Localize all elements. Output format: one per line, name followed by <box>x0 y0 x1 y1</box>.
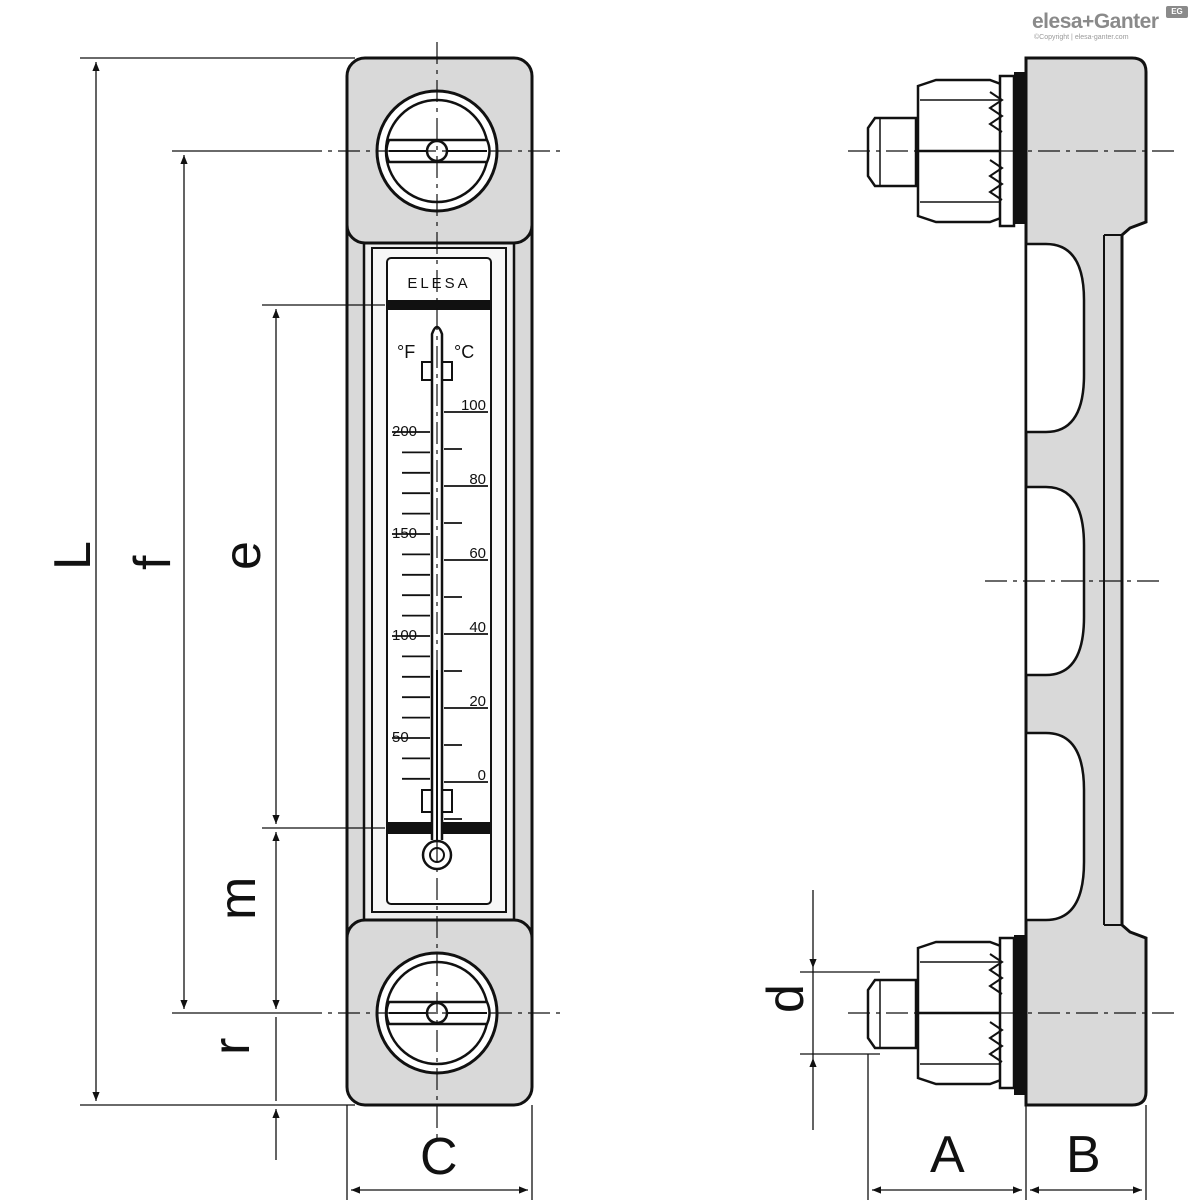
side-window-1 <box>1024 242 1086 434</box>
celsius-label-40: 40 <box>469 619 486 636</box>
elesa-logo-text: ELESA <box>407 275 470 292</box>
dimension-label-f: f <box>124 555 182 570</box>
dimension-label-L: L <box>44 541 102 570</box>
dimension-label-C: C <box>420 1128 458 1186</box>
fahrenheit-label-150: 150 <box>392 525 417 542</box>
brand-badge: EG <box>1166 6 1188 18</box>
dimension-label-r: r <box>203 1038 261 1055</box>
celsius-label-0: 0 <box>478 767 486 784</box>
brand-copyright: ©Copyright | elesa-ganter.com <box>1034 34 1129 41</box>
fahrenheit-scale <box>392 431 430 780</box>
side-flange-bottom <box>1014 935 1026 1095</box>
fahrenheit-label-100: 100 <box>392 627 417 644</box>
celsius-label-60: 60 <box>469 545 486 562</box>
front-view: ELESA °F °C 200 150 100 50 100 80 60 40 … <box>300 42 565 1140</box>
brand-logo: elesa+Ganter EG ©Copyright | elesa-gante… <box>1032 6 1192 46</box>
side-view <box>848 56 1175 1107</box>
scale-bar-top <box>388 300 490 310</box>
dimension-label-A: A <box>930 1126 965 1184</box>
celsius-label-80: 80 <box>469 471 486 488</box>
fahrenheit-unit: °F <box>397 342 415 362</box>
side-flange-top <box>1014 72 1026 224</box>
fahrenheit-label-50: 50 <box>392 729 409 746</box>
side-dimensions <box>800 890 1147 1200</box>
side-centerlines <box>848 150 1175 1014</box>
celsius-unit: °C <box>454 342 474 362</box>
side-groove <box>1103 234 1122 926</box>
dimension-label-d: d <box>757 984 815 1013</box>
celsius-label-100: 100 <box>461 397 486 414</box>
dimension-label-m: m <box>209 877 267 920</box>
dimension-label-e: e <box>214 541 272 570</box>
brand-name: elesa+Ganter <box>1032 10 1159 33</box>
celsius-scale <box>444 411 488 820</box>
side-window-3 <box>1024 731 1086 922</box>
front-centerlines <box>300 42 565 1140</box>
celsius-label-20: 20 <box>469 693 486 710</box>
dimension-label-B: B <box>1066 1126 1101 1184</box>
front-dimensions <box>80 57 533 1200</box>
fahrenheit-label-200: 200 <box>392 423 417 440</box>
